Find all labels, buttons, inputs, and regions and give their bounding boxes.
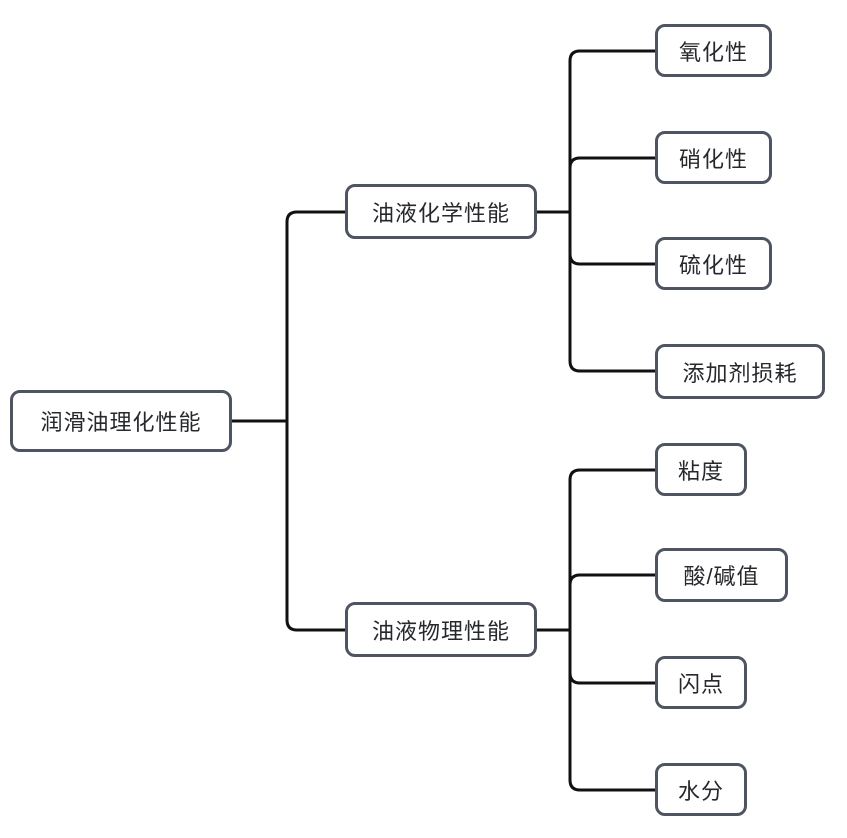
node-leaf-moisture[interactable]: 水分	[655, 763, 747, 816]
connector-branch1-child4	[568, 212, 655, 373]
node-branch-physical[interactable]: 油液物理性能	[345, 602, 537, 657]
node-branch-chemical-label: 油液化学性能	[371, 200, 510, 226]
node-root[interactable]: 润滑油理化性能	[10, 390, 232, 452]
connector-branch2-child3	[568, 630, 655, 685]
node-leaf-sulfidation-label: 硫化性	[678, 252, 748, 278]
node-leaf-flash-point[interactable]: 闪点	[655, 656, 747, 709]
connector-root-branch2	[285, 421, 345, 632]
node-leaf-nitration[interactable]: 硝化性	[655, 131, 772, 184]
node-leaf-moisture-label: 水分	[677, 778, 724, 804]
node-root-label: 润滑油理化性能	[40, 410, 202, 435]
node-leaf-viscosity[interactable]: 粘度	[655, 443, 747, 496]
node-leaf-additive-loss[interactable]: 添加剂损耗	[655, 344, 825, 399]
node-leaf-viscosity-label: 粘度	[677, 458, 724, 484]
node-leaf-flash-point-label: 闪点	[677, 671, 724, 697]
node-leaf-oxidation[interactable]: 氧化性	[655, 24, 772, 77]
connector-branch2-child1	[568, 468, 655, 630]
connector-branch1-child2	[568, 156, 655, 212]
connector-branch1-child1	[568, 49, 655, 212]
node-leaf-sulfidation[interactable]: 硫化性	[655, 237, 772, 290]
node-branch-physical-label: 油液物理性能	[371, 618, 510, 644]
connector-branch2-child4	[568, 630, 655, 792]
connector-root-branch1	[285, 210, 345, 421]
node-branch-chemical[interactable]: 油液化学性能	[345, 184, 537, 239]
connector-branch1-child3	[568, 212, 655, 266]
node-leaf-additive-loss-label: 添加剂损耗	[682, 360, 798, 386]
node-leaf-oxidation-label: 氧化性	[678, 39, 748, 65]
node-leaf-acid-base-value[interactable]: 酸/碱值	[655, 548, 788, 602]
connector-branch2-child2	[568, 573, 655, 630]
node-leaf-acid-base-value-label: 酸/碱值	[683, 564, 760, 589]
node-leaf-nitration-label: 硝化性	[678, 146, 748, 172]
